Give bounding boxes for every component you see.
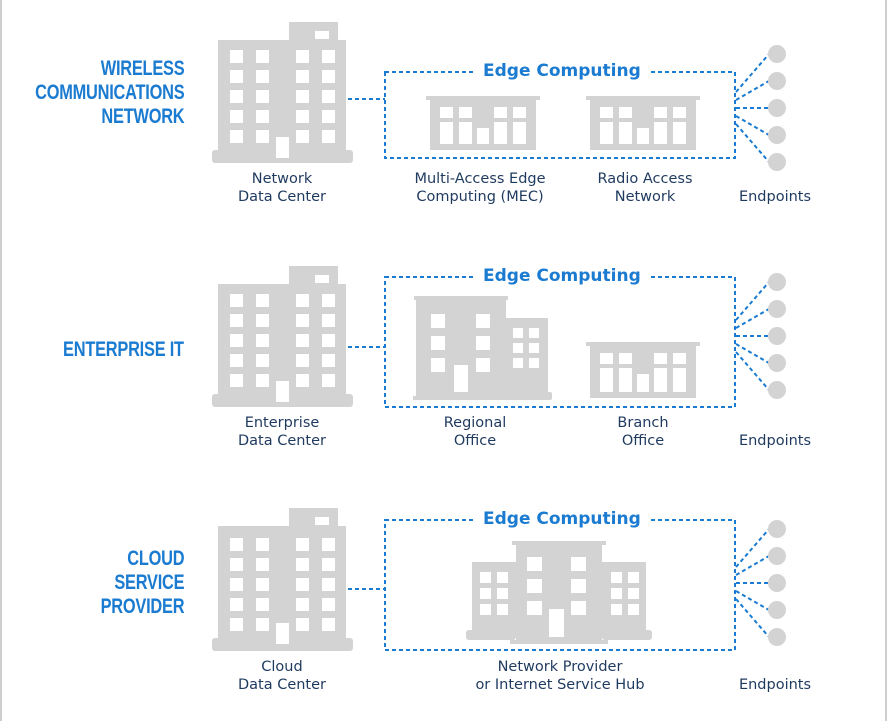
edge-site-label: Regional Office — [410, 414, 540, 450]
low-building-icon — [426, 96, 540, 150]
data-center-label: Cloud Data Center — [220, 658, 344, 694]
endpoint-connector-line — [735, 351, 770, 391]
endpoint-connector-line — [735, 343, 770, 364]
label-line: Enterprise — [244, 415, 320, 431]
label-line: or Internet Service Hub — [475, 677, 645, 693]
label-line: Radio Access — [597, 171, 693, 187]
segment-title-line: WIRELESS — [100, 57, 184, 80]
endpoint-connector-line — [735, 528, 770, 568]
endpoint-dot-icon — [768, 628, 786, 646]
endpoint-connector-line — [735, 281, 770, 321]
low-building-icon — [586, 342, 700, 398]
edge-site-label: Network Provider or Internet Service Hub — [450, 658, 670, 694]
segment-title-line: COMMUNICATIONS — [34, 81, 185, 104]
endpoints-label: Endpoints — [738, 433, 812, 449]
endpoint-dot-icon — [768, 45, 786, 63]
endpoint-dot-icon — [768, 354, 786, 372]
endpoint-connector-line — [735, 53, 770, 93]
segment-title-line: PROVIDER — [100, 595, 184, 618]
low-building-icon — [586, 96, 700, 150]
row-enterprise-it: ENTERPRISE IT — [0, 244, 887, 484]
edge-computing-title: Edge Computing — [473, 266, 651, 286]
frame-border-right — [885, 0, 887, 721]
row-graphics — [212, 266, 786, 408]
label-line: Regional — [443, 415, 507, 431]
frame-border-left — [0, 0, 2, 721]
endpoint-dot-icon — [768, 126, 786, 144]
data-center-label: Network Data Center — [220, 170, 344, 206]
label-line: Office — [621, 433, 665, 449]
label-line: Computing (MEC) — [416, 189, 544, 205]
row-cloud-service-provider: CLOUD SERVICE PROVIDER — [0, 488, 887, 728]
segment-title: CLOUD SERVICE PROVIDER — [100, 547, 184, 619]
endpoint-dot-icon — [768, 153, 786, 171]
segment-title-line: CLOUD — [126, 547, 184, 570]
segment-title-line: ENTERPRISE IT — [63, 338, 184, 361]
row-graphics — [212, 508, 786, 651]
label-line: Network Provider — [497, 659, 623, 675]
data-center-building-icon — [212, 266, 353, 407]
endpoint-dot-icon — [768, 574, 786, 592]
endpoint-dot-icon — [768, 72, 786, 90]
endpoints-group — [735, 520, 786, 646]
endpoints-label: Endpoints — [738, 677, 812, 693]
endpoint-dot-icon — [768, 327, 786, 345]
edge-computing-title: Edge Computing — [473, 509, 651, 529]
label-line: Office — [453, 433, 497, 449]
endpoints-label: Endpoints — [738, 189, 812, 205]
label-line: Data Center — [237, 433, 327, 449]
segment-title: WIRELESS COMMUNICATIONS NETWORK — [34, 57, 185, 129]
label-line: Network — [614, 189, 676, 205]
endpoint-connector-line — [735, 598, 770, 638]
endpoint-connector-line — [735, 123, 770, 163]
endpoint-connector-line — [735, 555, 770, 576]
endpoint-connector-line — [735, 590, 770, 611]
endpoint-connector-line — [735, 115, 770, 136]
office-building-icon — [413, 296, 552, 400]
segment-title-line: NETWORK — [101, 105, 184, 128]
endpoint-connector-line — [735, 308, 770, 329]
endpoints-group — [735, 45, 786, 171]
edge-site-label: Radio Access Network — [570, 170, 720, 206]
row-graphics — [212, 22, 786, 171]
endpoint-dot-icon — [768, 381, 786, 399]
segment-title: ENTERPRISE IT — [63, 338, 184, 362]
segment-title-line: SERVICE — [114, 571, 184, 594]
label-line: Cloud — [261, 659, 303, 675]
data-center-label: Enterprise Data Center — [220, 414, 344, 450]
label-line: Multi-Access Edge — [414, 171, 546, 187]
endpoint-dot-icon — [768, 601, 786, 619]
label-line: Network — [251, 171, 313, 187]
endpoint-connector-line — [735, 80, 770, 101]
endpoint-dot-icon — [768, 300, 786, 318]
endpoints-group — [735, 273, 786, 399]
label-line: Data Center — [237, 677, 327, 693]
endpoint-dot-icon — [768, 547, 786, 565]
data-center-building-icon — [212, 22, 353, 163]
label-line: Data Center — [237, 189, 327, 205]
endpoint-dot-icon — [768, 99, 786, 117]
endpoint-dot-icon — [768, 273, 786, 291]
data-center-building-icon — [212, 508, 353, 651]
hub-building-icon — [466, 541, 652, 644]
row-wireless-communications-network: WIRELESS COMMUNICATIONS NETWORK — [0, 0, 887, 240]
edge-site-label: Branch Office — [578, 414, 708, 450]
endpoint-dot-icon — [768, 520, 786, 538]
label-line: Branch — [617, 415, 669, 431]
edge-computing-title: Edge Computing — [473, 61, 651, 81]
edge-site-label: Multi-Access Edge Computing (MEC) — [395, 170, 565, 206]
